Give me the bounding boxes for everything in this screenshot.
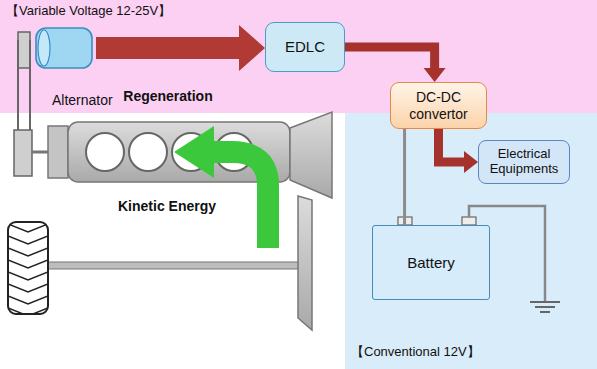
alternator-end [38, 30, 50, 66]
drive-plate [298, 196, 312, 330]
alternator-shape [32, 26, 96, 70]
region-label: 【Conventional 12V】 [351, 345, 480, 360]
connector-line [403, 129, 406, 225]
battery-box: Battery [372, 225, 490, 300]
cylinder [129, 133, 167, 171]
kinetic-arrow-head [174, 126, 214, 178]
ground-wire [469, 206, 545, 302]
battery-terminal [462, 217, 476, 225]
arrow-head [424, 68, 446, 82]
edge-label: Regeneration [123, 88, 212, 104]
voltage-region: 【Conventional 12V】 Electrical EquipmentsB… [345, 113, 597, 369]
transmission [290, 112, 332, 198]
connector-line [345, 47, 435, 69]
connector-line [439, 129, 466, 162]
box-label: DC-DC convertor [396, 89, 481, 121]
annotation: Kinetic Energy [118, 198, 216, 214]
belt [29, 40, 31, 140]
arrow-head [239, 25, 265, 71]
ground-symbol [530, 302, 560, 312]
part-label: Alternator [52, 92, 113, 108]
region-label: 【Variable Voltage 12-25V】 [6, 4, 171, 19]
kinetic-arrow [212, 152, 268, 248]
axle [48, 262, 300, 269]
converter-box: DC-DC convertor [390, 82, 487, 129]
belt [17, 40, 19, 140]
box-label: Electrical Equipments [484, 147, 564, 177]
connector [439, 129, 479, 173]
crank-pulley [14, 130, 32, 176]
connector [345, 47, 446, 82]
engine-front-plate [48, 126, 68, 178]
capacitor-box: EDLC [265, 22, 345, 72]
crank-shaft [32, 151, 48, 154]
region-label-holder: 【Variable Voltage 12-25V】 [6, 4, 171, 19]
alternator: Alternator [32, 26, 96, 70]
connector [404, 129, 405, 225]
alternator-body [36, 28, 92, 68]
box-label: Battery [407, 254, 455, 271]
region-label-holder: 【Conventional 12V】 [351, 345, 480, 360]
voltage-region: 【Variable Voltage 12-25V】 Alternator EDLC [0, 0, 597, 113]
wheel-tire [8, 222, 48, 314]
connector-line [96, 37, 240, 59]
alternator-pulley [18, 32, 30, 68]
cylinder [86, 133, 124, 171]
load-box: Electrical Equipments [478, 140, 570, 184]
arrow-head [464, 151, 478, 173]
connector [96, 25, 265, 71]
box-label: EDLC [285, 38, 325, 55]
